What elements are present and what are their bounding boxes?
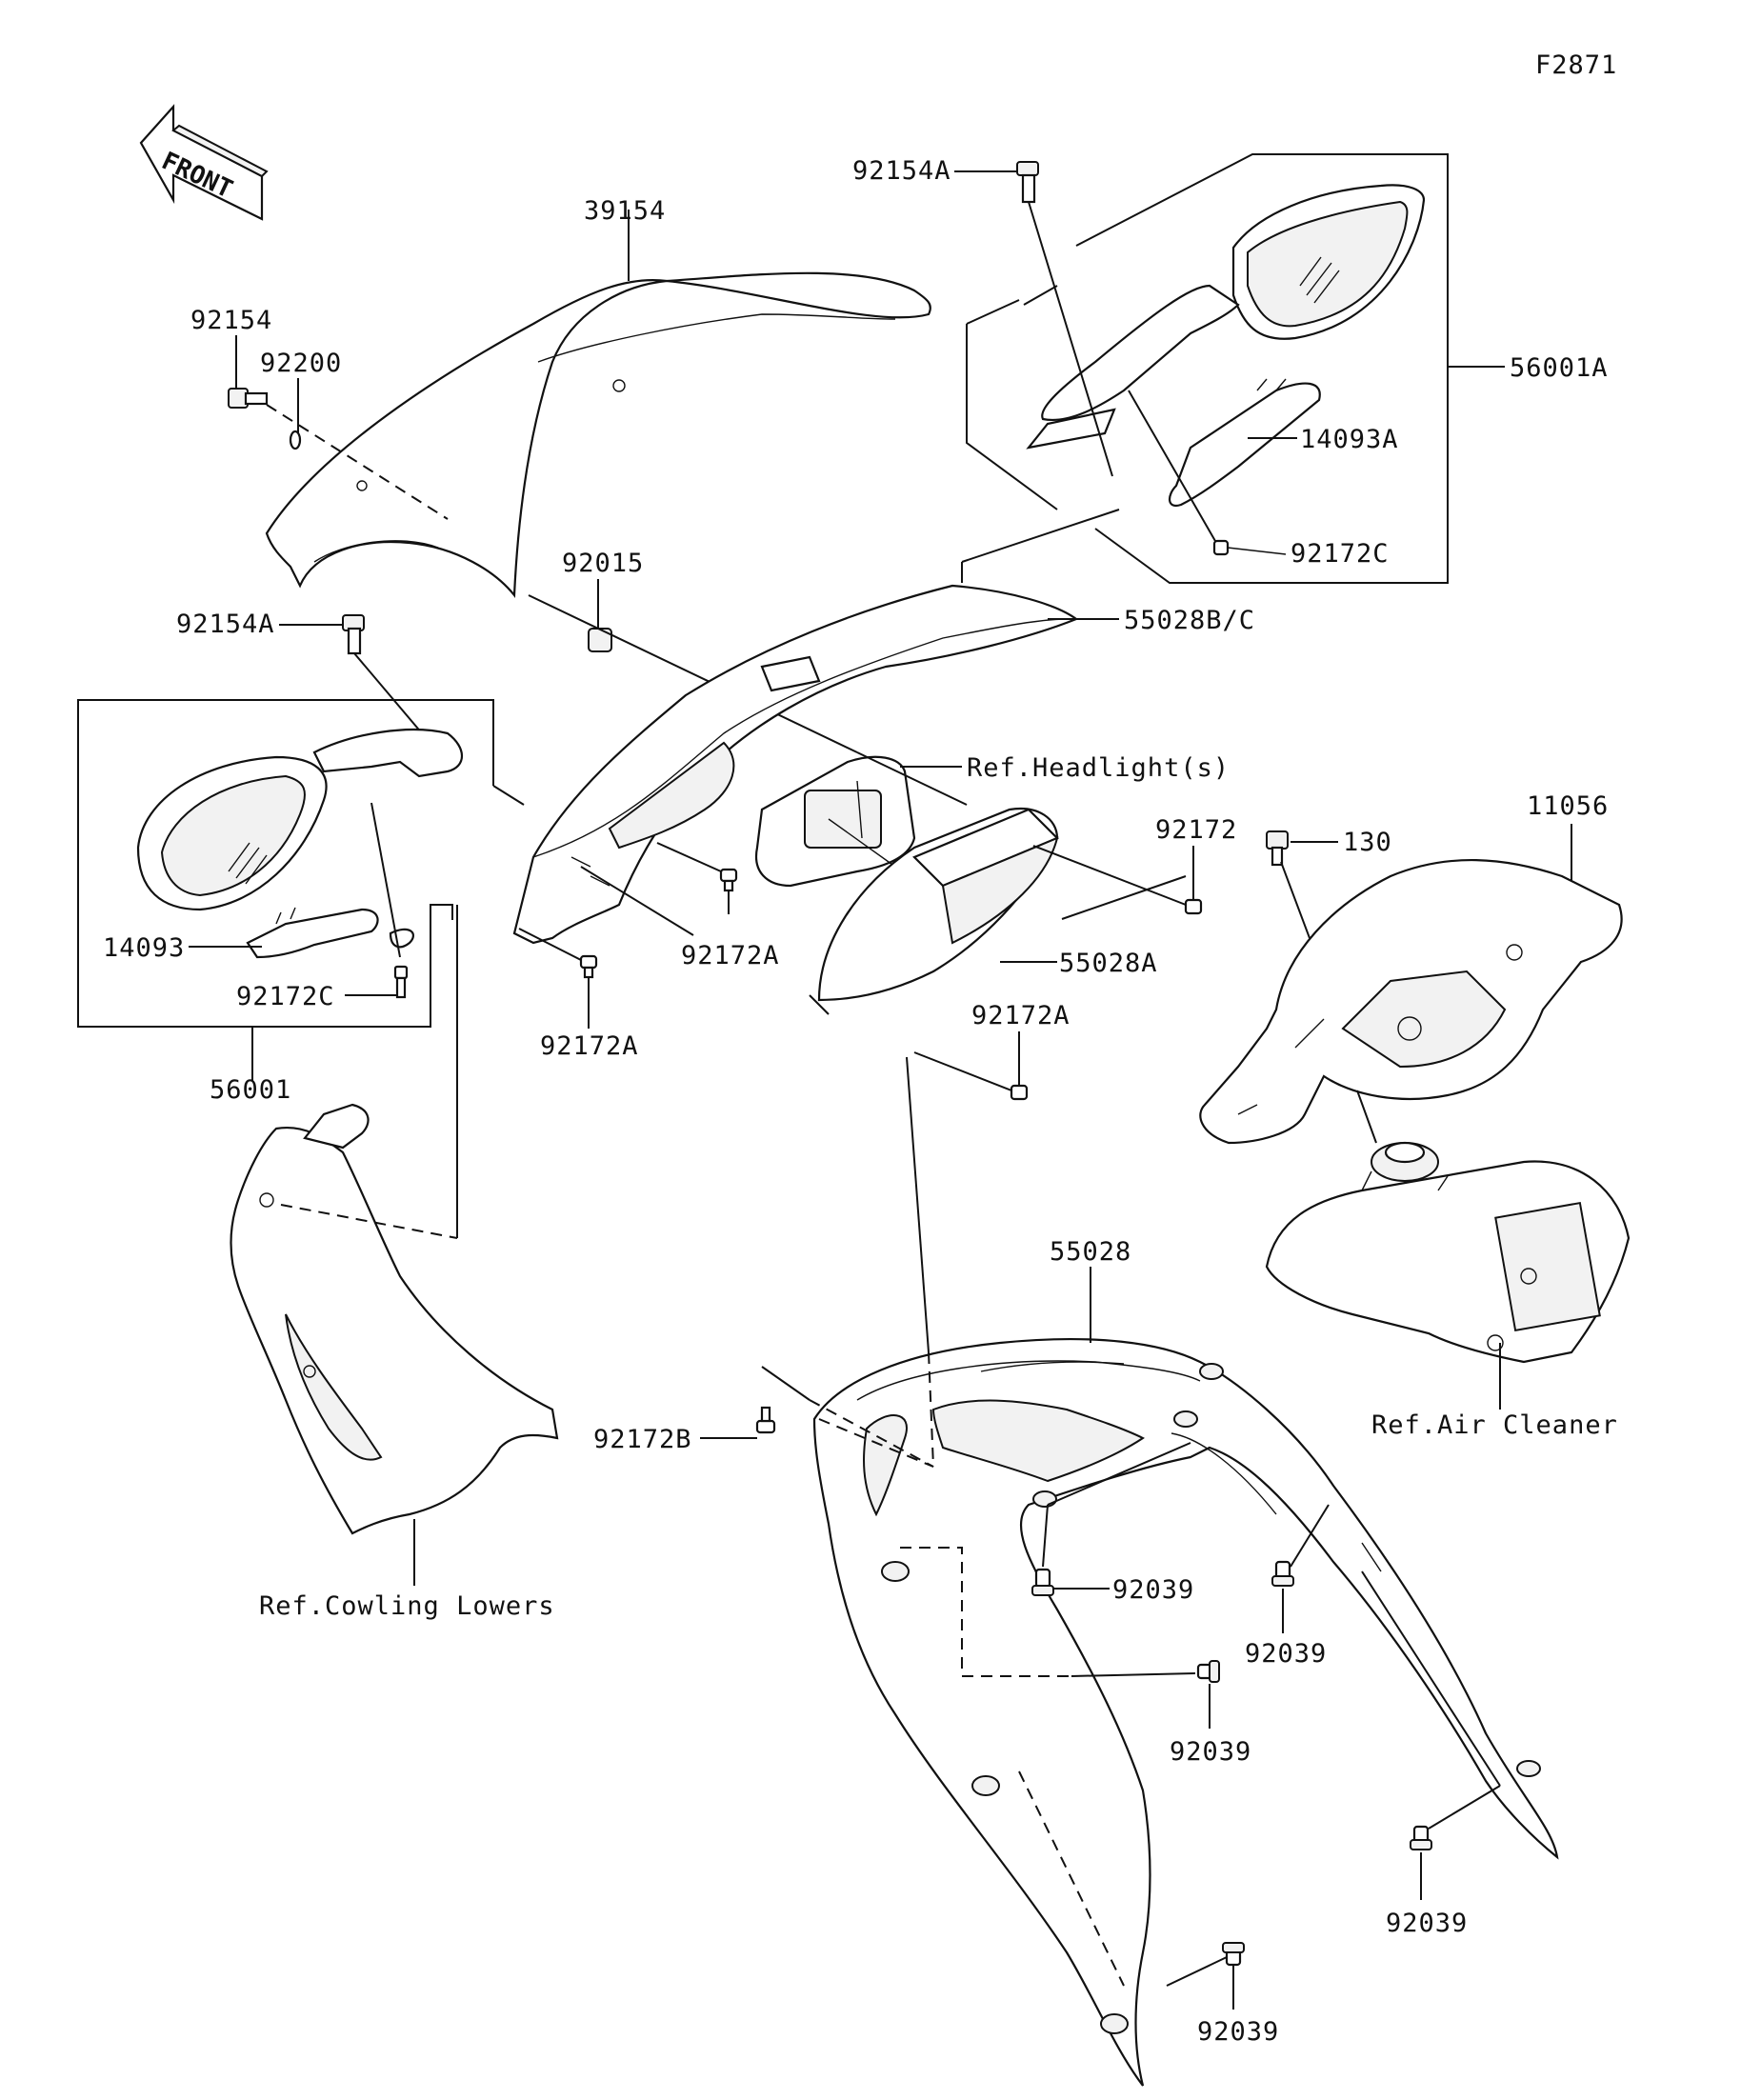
part-label-56001A: 56001A <box>1510 353 1609 383</box>
screw-icon <box>755 1406 776 1434</box>
part-label-55028: 55028 <box>1050 1237 1131 1267</box>
part-label-92172A-1: 92172A <box>681 941 780 970</box>
bolt-icon <box>342 614 365 655</box>
ref-cowling-lowers-label: Ref.Cowling Lowers <box>259 1591 555 1621</box>
mirror-right-box <box>966 153 1505 584</box>
part-label-92172B: 92172B <box>593 1425 692 1454</box>
air-cleaner-part <box>1265 1141 1631 1364</box>
part-label-92039-5: 92039 <box>1197 2017 1279 2047</box>
part-label-92039-4: 92039 <box>1386 1909 1468 1938</box>
clip-icon <box>1031 1568 1054 1596</box>
part-label-92172: 92172 <box>1155 815 1237 845</box>
part-label-39154: 39154 <box>584 196 666 226</box>
bracket-left-part <box>246 907 414 959</box>
screw-icon <box>1010 1084 1029 1101</box>
bolt-icon <box>1266 830 1289 867</box>
part-label-92039-3: 92039 <box>1170 1737 1251 1767</box>
clip-icon <box>1271 1560 1294 1587</box>
part-label-92172C-left: 92172C <box>236 982 335 1011</box>
part-label-14093: 14093 <box>103 933 185 963</box>
clip-icon <box>1410 1825 1432 1850</box>
part-label-92154A-left: 92154A <box>176 610 275 639</box>
screw-icon <box>719 868 738 892</box>
mirror-right-part <box>1026 184 1426 450</box>
part-label-11056: 11056 <box>1527 791 1609 821</box>
front-arrow-icon: FRONT <box>139 104 269 221</box>
air-duct-part <box>817 807 1059 1002</box>
inner-cover-part <box>512 584 1079 945</box>
part-label-130: 130 <box>1343 828 1392 857</box>
mirror-left-box <box>77 699 525 1081</box>
ref-air-cleaner-label: Ref.Air Cleaner <box>1371 1410 1618 1440</box>
screw-icon <box>579 954 598 979</box>
clip-icon <box>1196 1660 1220 1683</box>
bolt-icon <box>1016 161 1039 204</box>
mirror-left-part <box>136 729 463 911</box>
grommet-icon <box>588 628 612 652</box>
part-label-92200: 92200 <box>260 349 342 378</box>
part-label-55028BC: 55028B/C <box>1124 606 1255 635</box>
part-label-92154A-top: 92154A <box>852 156 951 186</box>
part-label-92172C-top: 92172C <box>1291 539 1390 569</box>
screw-icon <box>1212 539 1287 556</box>
bolt-icon <box>228 388 269 409</box>
part-label-14093A: 14093A <box>1300 425 1399 454</box>
ref-headlights-label: Ref.Headlight(s) <box>967 753 1230 783</box>
part-label-92039-1: 92039 <box>1112 1575 1194 1605</box>
stay-bracket-part <box>1199 859 1623 1145</box>
part-label-92154: 92154 <box>190 306 272 335</box>
washer-icon <box>289 430 302 450</box>
figure-code: F2871 <box>1535 50 1617 80</box>
upper-cowling-part <box>812 1337 1559 2087</box>
part-label-92172A-3: 92172A <box>971 1001 1071 1030</box>
windshield-part <box>265 271 931 598</box>
headlight-part <box>754 755 916 888</box>
part-label-56001: 56001 <box>210 1075 291 1105</box>
part-label-92015: 92015 <box>562 549 644 578</box>
part-label-92172A-2: 92172A <box>540 1031 639 1061</box>
bracket-right-part <box>1169 378 1321 508</box>
part-label-92039-2: 92039 <box>1245 1639 1327 1669</box>
clip-icon <box>1222 1942 1245 1967</box>
part-label-55028A: 55028A <box>1059 949 1158 978</box>
screw-icon <box>393 965 409 999</box>
cowling-lower-part <box>230 1103 559 1535</box>
screw-icon <box>1184 898 1203 915</box>
